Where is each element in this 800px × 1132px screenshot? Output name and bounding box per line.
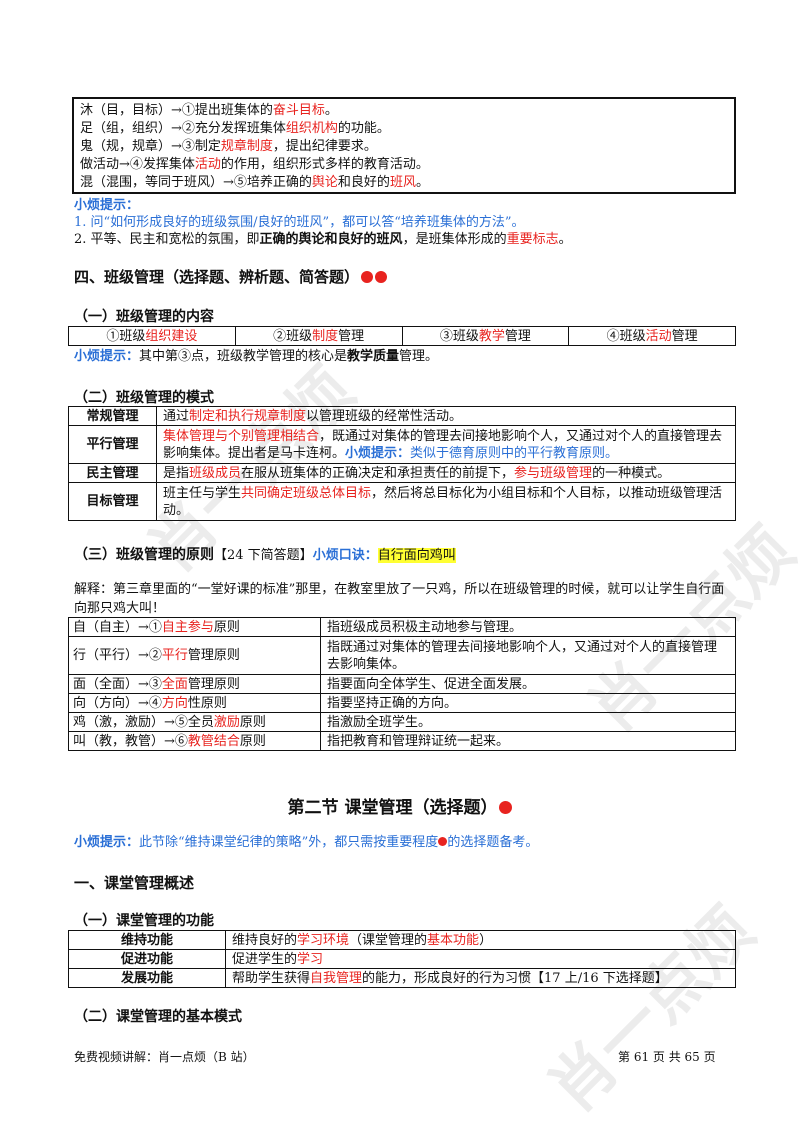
section-title-class-management: 四、班级管理（选择题、辨析题、简答题） <box>74 266 388 287</box>
content-cell: ③班级教学管理 <box>401 326 570 346</box>
principles-explanation: 解释：第三章里面的“一堂好课的标准”那里，在教室里放了一只鸡，所以在班级管理的时… <box>74 582 725 616</box>
tip-point-2: 2. 平等、民主和宽松的氛围，即正确的舆论和良好的班风，是班集体形成的重要标志。 <box>74 232 572 247</box>
principle-desc: 指要坚持正确的方向。 <box>320 693 736 713</box>
function-desc: 帮助学生获得自我管理的能力，形成良好的行为习惯【17 上/16 下选择题】 <box>225 968 736 988</box>
principle-mnemonic: 叫（教，教管）→⑥教管结合原则 <box>68 731 321 751</box>
principle-mnemonic: 鸡（激，激励）→⑤全员激励原则 <box>68 712 321 732</box>
principle-mnemonic: 行（平行）→②平行管理原则 <box>68 636 321 675</box>
principle-mnemonic: 自（自主）→①自主参与原则 <box>68 617 321 637</box>
mode-desc: 是指班级成员在服从班集体的正确决定和承担责任的前提下，参与班级管理的一种模式。 <box>156 463 736 483</box>
mode-desc: 通过制定和执行规章制度以管理班级的经常性活动。 <box>156 406 736 426</box>
footer-page-number: 第 61 页 共 65 页 <box>618 1050 716 1064</box>
content-tip: 小烦提示：其中第③点，班级教学管理的核心是教学质量管理。 <box>74 349 439 364</box>
management-content-table: ①班级组织建设 ②班级制度管理 ③班级教学管理 ④班级活动管理 <box>68 326 736 346</box>
management-modes-table: 常规管理 通过制定和执行规章制度以管理班级的经常性活动。 平行管理 集体管理与个… <box>68 406 736 521</box>
principle-desc: 指激励全班学生。 <box>320 712 736 732</box>
mode-name: 平行管理 <box>68 425 157 464</box>
watermark-bottom: 肖一点烦 <box>535 893 769 1127</box>
memory-line-2: 足（组，组织）→②充分发挥班集体组织机构的功能。 <box>80 121 390 136</box>
principle-desc: 指班级成员积极主动地参与管理。 <box>320 617 736 637</box>
importance-dot-icon <box>375 271 388 283</box>
chapter-section-title: 第二节 课堂管理（选择题） <box>0 793 800 818</box>
subsection-title-functions: （一）课堂管理的功能 <box>74 913 214 929</box>
subsection-title-principles: （三）班级管理的原则【24 下简答题】小烦口诀：自行面向鸡叫 <box>74 547 456 563</box>
memory-line-5: 混（混围，等同于班风）→⑤培养正确的舆论和良好的班风。 <box>80 175 429 190</box>
principle-desc: 指既通过对集体的管理去间接地影响个人，又通过对个人的直接管理去影响集体。 <box>320 636 736 675</box>
principle-mnemonic: 向（方向）→④方向性原则 <box>68 693 321 713</box>
mode-name: 目标管理 <box>68 482 157 521</box>
content-cell: ①班级组织建设 <box>68 326 236 346</box>
subsection-title-content: （一）班级管理的内容 <box>74 309 214 325</box>
footer-source: 免费视频讲解：肖一点烦（B 站） <box>74 1050 255 1064</box>
function-name: 发展功能 <box>68 968 226 988</box>
tip-point-1: 1. 问“如何形成良好的班级氛围/良好的班风”，都可以答“培养班集体的方法”。 <box>74 215 525 230</box>
mode-name: 民主管理 <box>68 463 157 483</box>
memory-line-1: 沐（目，目标）→①提出班集体的奋斗目标。 <box>80 103 338 118</box>
principle-desc: 指要面向全体学生、促进全面发展。 <box>320 674 736 694</box>
subsection-title-basic-modes: （二）课堂管理的基本模式 <box>74 1009 242 1025</box>
mode-desc: 班主任与学生共同确定班级总体目标，然后将总目标化为小组目标和个人目标，以推动班级… <box>156 482 736 521</box>
principle-desc: 指把教育和管理辩证统一起来。 <box>320 731 736 751</box>
importance-dot-icon <box>438 837 448 846</box>
mode-name: 常规管理 <box>68 406 157 426</box>
function-name: 维持功能 <box>68 930 226 950</box>
function-desc: 促进学生的学习 <box>225 949 736 969</box>
memory-line-4: 做活动→④发挥集体活动的作用，组织形式多样的教育活动。 <box>80 157 429 172</box>
memory-line-3: 鬼（规，规章）→③制定规章制度，提出纪律要求。 <box>80 139 377 154</box>
memory-box: 沐（目，目标）→①提出班集体的奋斗目标。 足（组，组织）→②充分发挥班集体组织机… <box>72 97 736 194</box>
importance-dot-icon <box>361 271 374 283</box>
importance-dot-icon <box>499 801 513 814</box>
classroom-functions-table: 维持功能 维持良好的学习环境（课堂管理的基本功能） 促进功能 促进学生的学习 发… <box>68 930 736 988</box>
principles-table: 自（自主）→①自主参与原则 指班级成员积极主动地参与管理。 行（平行）→②平行管… <box>68 617 736 751</box>
mode-desc: 集体管理与个别管理相结合，既通过对集体的管理去间接地影响个人，又通过对个人的直接… <box>156 425 736 464</box>
content-cell: ②班级制度管理 <box>234 326 403 346</box>
tip-title: 小烦提示： <box>74 198 140 213</box>
principle-mnemonic: 面（全面）→③全面管理原则 <box>68 674 321 694</box>
content-cell: ④班级活动管理 <box>568 326 736 346</box>
section-tip: 小烦提示：此节除“维持课堂纪律的策略”外，都只需按重要程度的选择题备考。 <box>74 835 539 850</box>
subsection-title-modes: （二）班级管理的模式 <box>74 390 214 406</box>
function-desc: 维持良好的学习环境（课堂管理的基本功能） <box>225 930 736 950</box>
function-name: 促进功能 <box>68 949 226 969</box>
section-title-overview: 一、课堂管理概述 <box>74 874 195 892</box>
